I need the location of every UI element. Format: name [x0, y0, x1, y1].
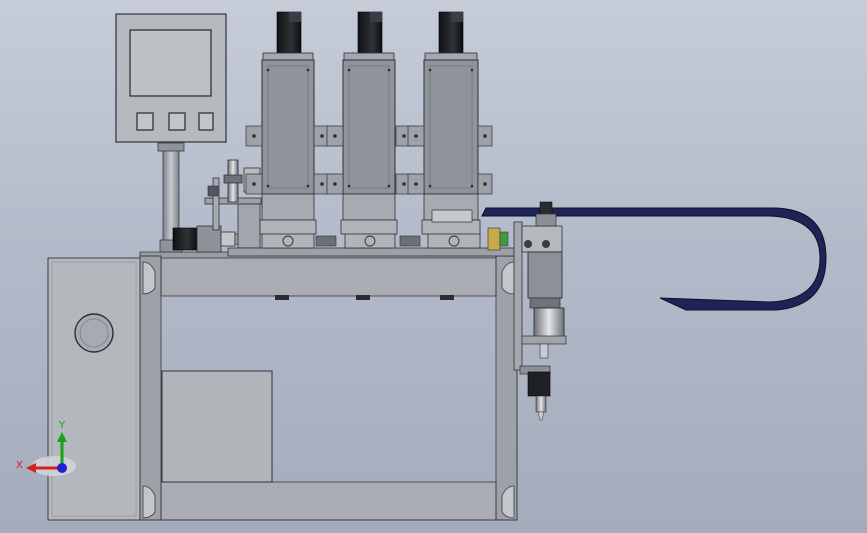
hmi-panel: [115, 13, 227, 143]
y-axis-label: Y: [58, 420, 66, 431]
z-axis-dot: [57, 463, 67, 473]
coordinate-triad: Y X: [16, 420, 76, 476]
x-axis-label: X: [16, 460, 23, 471]
hmi-screen: [129, 29, 212, 97]
linear-module-1: [245, 11, 331, 235]
dispense-head-assembly: [487, 201, 567, 421]
linear-module-3: [407, 11, 493, 235]
cable-carrier: [481, 207, 827, 311]
electrical-box: [161, 370, 273, 483]
hmi-button-middle: [168, 112, 186, 131]
hmi-button-right: [198, 112, 214, 131]
linear-module-2: [326, 11, 413, 235]
frame-feet-clips: [275, 295, 454, 300]
control-cabinet: [47, 257, 141, 521]
hmi-button-left: [136, 112, 154, 131]
base-rail: [227, 231, 515, 257]
corner-brackets: [142, 261, 515, 519]
main-frame: [139, 251, 518, 521]
module-fasteners: [252, 68, 487, 188]
cabinet-vent-circle: [74, 313, 114, 353]
